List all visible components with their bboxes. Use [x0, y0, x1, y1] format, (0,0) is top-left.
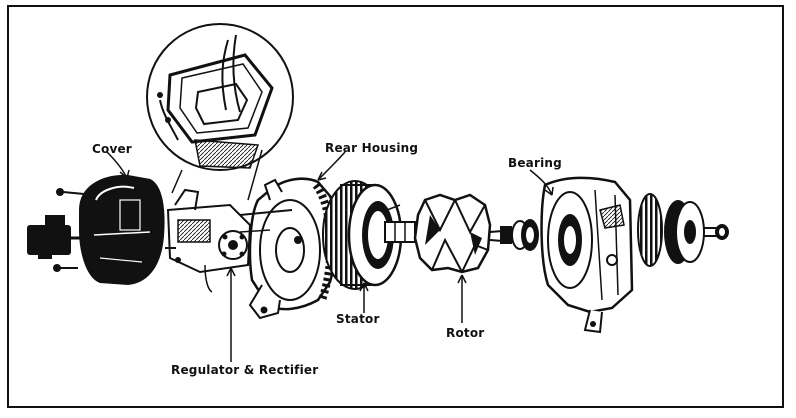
- rear-housing-leader-line: [317, 151, 346, 181]
- rear-housing-part: [239, 177, 338, 320]
- magnified-detail-circle: [146, 23, 294, 201]
- bearing-part: [511, 219, 539, 251]
- diagram-border: [7, 5, 784, 408]
- cover-label: Cover: [92, 142, 132, 156]
- rotor-part: [384, 193, 516, 274]
- cover-part: [27, 174, 165, 286]
- bearing-leader-line: [529, 169, 553, 196]
- rotor-label: Rotor: [446, 326, 485, 340]
- pulley-fan-part: [637, 193, 729, 267]
- front-housing-part: [540, 176, 634, 334]
- regulator-rectifier-part: [165, 188, 267, 293]
- stator-part: [322, 180, 403, 290]
- regulator-rectifier-label: Regulator & Rectifier: [171, 363, 319, 377]
- rear-housing-label: Rear Housing: [325, 141, 419, 155]
- bearing-label: Bearing: [508, 156, 562, 170]
- leader-lines: [106, 151, 554, 362]
- stator-label: Stator: [336, 312, 380, 326]
- cover-leader-line: [106, 151, 128, 179]
